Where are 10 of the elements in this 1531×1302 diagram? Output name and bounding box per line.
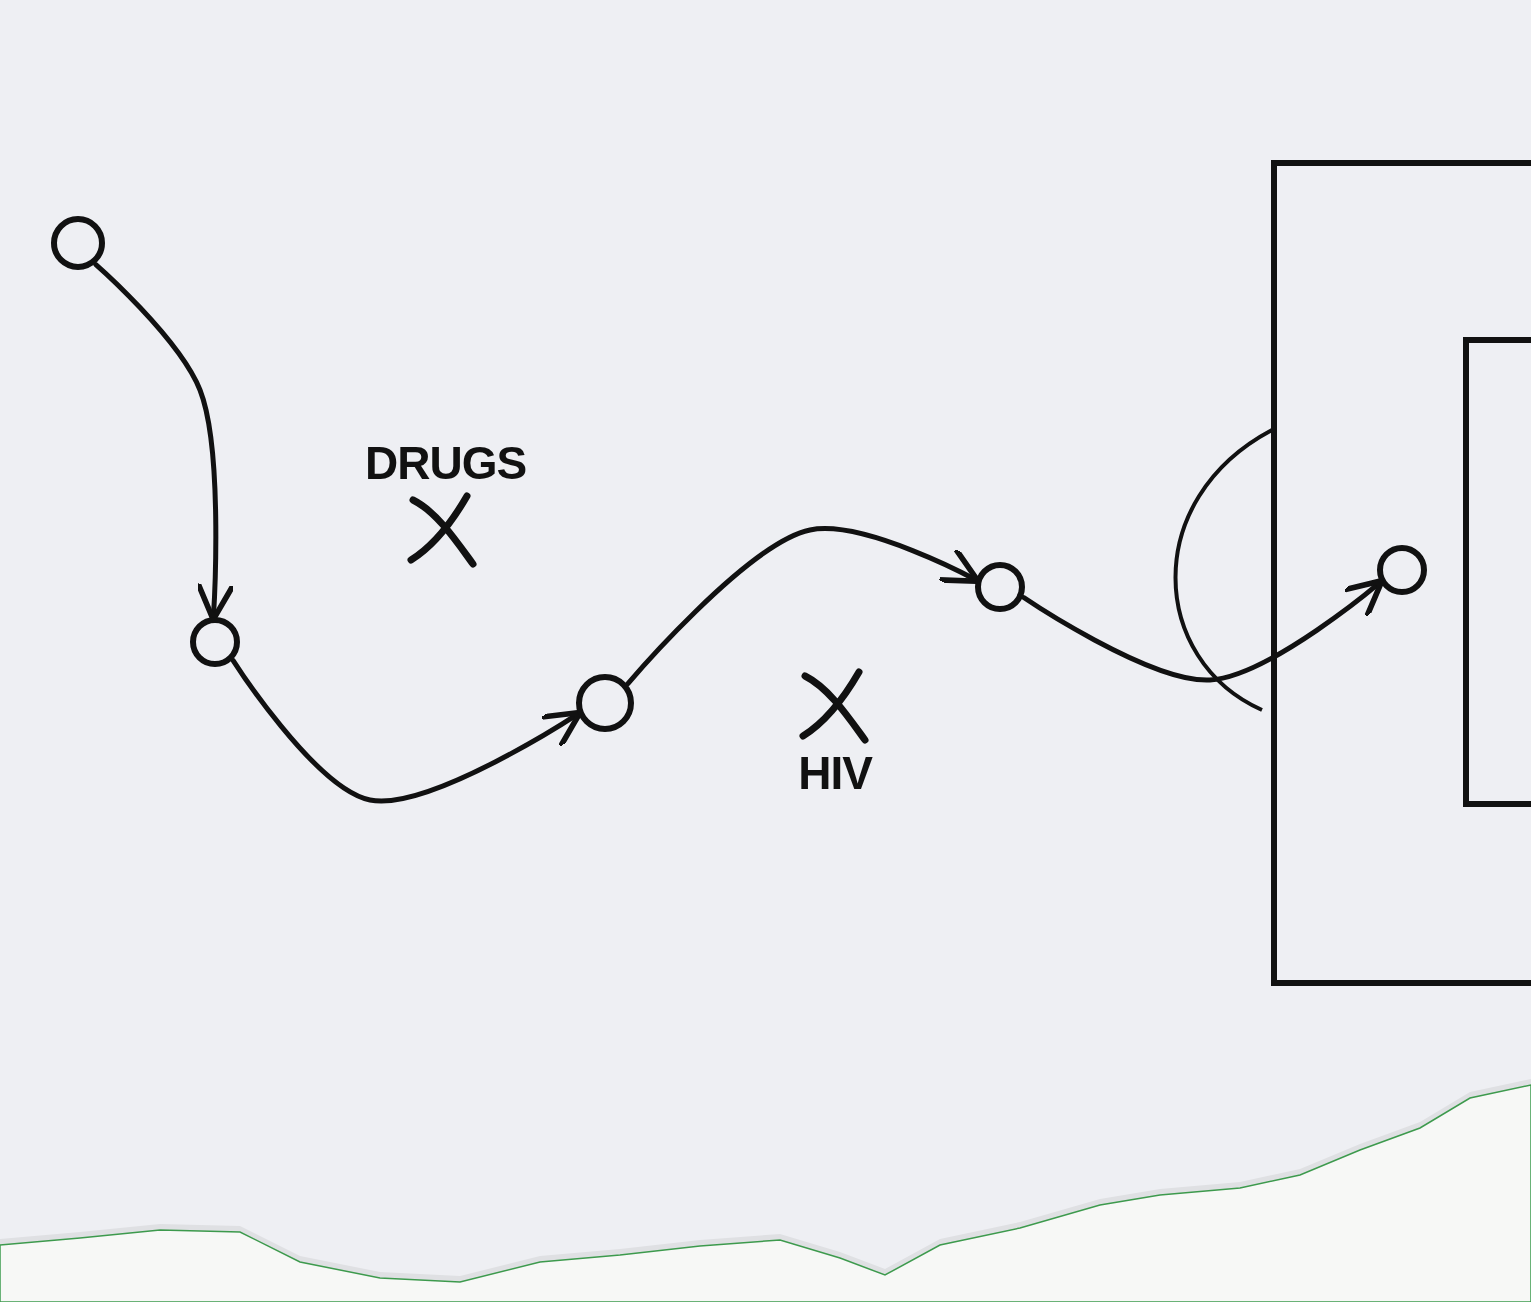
arrow: [230, 658, 583, 804]
player-circle: [50, 215, 106, 271]
player-circle: [1376, 544, 1428, 596]
arrow: [1021, 577, 1385, 683]
player-circle: [974, 561, 1026, 613]
arrow: [625, 526, 981, 687]
player-circle: [575, 673, 635, 733]
label-text: DRUGS: [365, 440, 527, 486]
player-circle: [189, 616, 241, 668]
label-text: HIV: [798, 750, 872, 796]
